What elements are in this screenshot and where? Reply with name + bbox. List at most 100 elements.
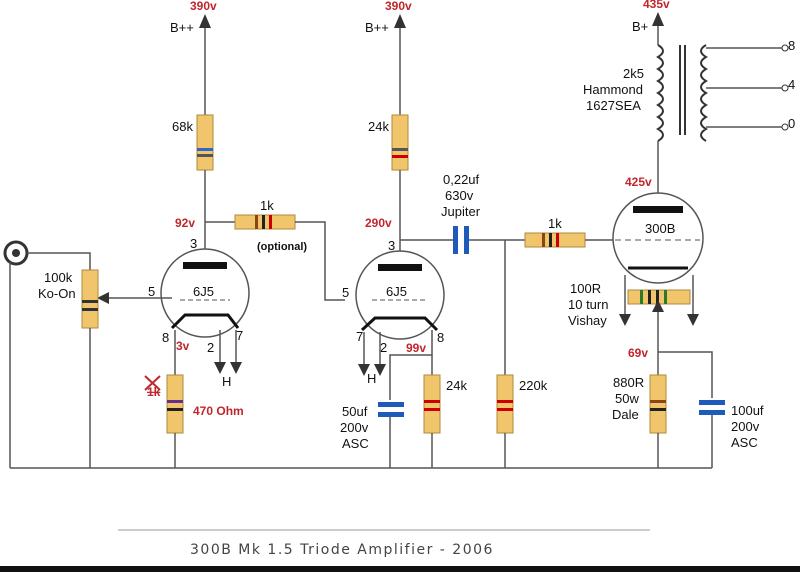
- v1-supply-label: B++: [170, 20, 194, 35]
- r-plate1: [196, 114, 214, 171]
- v2-h1-pin: 7: [356, 329, 363, 344]
- pot-value: 100k: [44, 270, 73, 285]
- v2-plate-element: [378, 264, 422, 271]
- r-grid-leak-label: 220k: [519, 378, 548, 393]
- c-coupling-voltage: 630v: [445, 188, 474, 203]
- c-bypass3-plate-b: [699, 410, 725, 415]
- series-wire-b: [295, 221, 345, 301]
- otx-impedance: 2k5: [623, 66, 644, 81]
- v1-cathode-voltage: 3v: [176, 339, 190, 353]
- v1-tube-label: 6J5: [193, 284, 214, 299]
- tap-8-label: 8: [788, 38, 795, 53]
- v2-cathode-voltage: 99v: [406, 341, 426, 355]
- otx-brand: Hammond: [583, 82, 643, 97]
- otx-model: 1627SEA: [586, 98, 641, 113]
- supply-arrow-3-icon: [652, 12, 664, 26]
- tap-4-label: 4: [788, 77, 795, 92]
- r-plate1-band: [197, 148, 213, 151]
- v2-plate-pin: 3: [388, 238, 395, 253]
- v3-cathode-voltage: 69v: [628, 346, 648, 360]
- r-plate1-band2: [197, 154, 213, 157]
- tap-0-terminal-icon: [781, 123, 789, 131]
- stage1: 390v B++ 68k 92v 3 1k (optional) 6J5 5 8…: [97, 0, 345, 468]
- hum-pot-brand: Vishay: [568, 313, 607, 328]
- v1-plate-pin: 3: [190, 236, 197, 251]
- otx-secondary: [700, 44, 708, 142]
- c-bypass2-brand: ASC: [342, 436, 369, 451]
- c-bypass3-plate-a: [699, 400, 725, 405]
- c-bypass2-plate-a: [378, 402, 404, 407]
- v1-heater-label: H: [222, 374, 231, 389]
- v2-supply-label: B++: [365, 20, 389, 35]
- c-bypass2-value: 50uf: [342, 404, 368, 419]
- c-coupling-value: 0,22uf: [443, 172, 480, 187]
- r-cathode3: [649, 374, 667, 434]
- v3-supply-voltage: 435v: [643, 0, 670, 11]
- v2-supply-voltage: 390v: [385, 0, 412, 13]
- strike-icon: [144, 375, 161, 391]
- r-plate1-label: 68k: [172, 119, 193, 134]
- v2-tube-label: 6J5: [386, 284, 407, 299]
- coupling-section: 0,22uf 630v Jupiter 220k 1k: [400, 172, 614, 468]
- v2-cathode-element: [360, 316, 439, 332]
- v1-grid-pin: 5: [148, 284, 155, 299]
- bottom-edge: [0, 566, 800, 572]
- c-coupling-brand: Jupiter: [441, 204, 481, 219]
- v3-plate-element: [633, 206, 683, 213]
- supply-arrow-2-icon: [394, 14, 406, 28]
- pot-input: [81, 269, 99, 329]
- c-coupling-plate-a: [453, 226, 458, 254]
- v2-cathode-wire: [389, 330, 433, 400]
- diagram-caption: 300B Mk 1.5 Triode Amplifier - 2006: [190, 542, 494, 558]
- c-bypass2-voltage: 200v: [340, 420, 369, 435]
- tap-0-label: 0: [788, 116, 795, 131]
- c-bypass3-value: 100uf: [731, 403, 764, 418]
- c-bypass3-voltage: 200v: [731, 419, 760, 434]
- v2-heater-label: H: [367, 371, 376, 386]
- r-grid-stop: [524, 232, 586, 248]
- v3-tube-label: 300B: [645, 221, 675, 236]
- output-stage: 435v B+ 2k5 Hammond 1627SEA 8 4 0 425v 3…: [568, 0, 795, 468]
- c-bypass2-plate-b: [378, 412, 404, 417]
- hum-pot-type: 10 turn: [568, 297, 608, 312]
- r-cathode3-brand: Dale: [612, 407, 639, 422]
- r-cathode1-label: 470 Ohm: [193, 404, 244, 418]
- r-plate2: [391, 114, 409, 171]
- r-cathode2: [423, 374, 441, 434]
- r-cathode2-label: 24k: [446, 378, 467, 393]
- tap-4-terminal-icon: [781, 84, 789, 92]
- input-wire: [27, 252, 91, 270]
- v1-cathode-pin: 8: [162, 330, 169, 345]
- tap-8-terminal-icon: [781, 44, 789, 52]
- v3-supply-label: B+: [632, 19, 648, 34]
- v2-plate-voltage: 290v: [365, 216, 392, 230]
- v1-supply-voltage: 390v: [190, 0, 217, 13]
- v1-cathode-element: [170, 313, 240, 330]
- v1-plate-voltage: 92v: [175, 216, 195, 230]
- v2-h2-pin: 2: [380, 340, 387, 355]
- c-bypass3-brand: ASC: [731, 435, 758, 450]
- v1-plate-element: [183, 262, 227, 269]
- v2-grid-pin: 5: [342, 285, 349, 300]
- r-grid-stop-label: 1k: [548, 216, 562, 231]
- v1-h1-pin: 2: [207, 340, 214, 355]
- r-series-note: (optional): [257, 241, 307, 253]
- c-coupling-plate-b: [464, 226, 469, 254]
- v2-cathode-pin: 8: [437, 330, 444, 345]
- pot-brand: Ko-On: [38, 286, 76, 301]
- v3-plate-voltage: 425v: [625, 175, 652, 189]
- hum-pot-value: 100R: [570, 281, 601, 296]
- r-cathode3-power: 50w: [615, 391, 639, 406]
- tube-v3: [612, 192, 704, 284]
- input-section: 100k Ko-On: [3, 240, 99, 468]
- r-cathode1: [166, 374, 184, 434]
- otx-primary: [656, 44, 664, 142]
- stage2: 390v B++ 24k 290v 3 6J5 5 8 7 2 99v H 50…: [340, 0, 467, 468]
- r-cathode3-value: 880R: [613, 375, 644, 390]
- r-series-label: 1k: [260, 198, 274, 213]
- r-grid-leak: [496, 374, 514, 434]
- v3-bypass-wire: [658, 351, 713, 398]
- supply-arrow-1-icon: [199, 14, 211, 28]
- r-plate2-label: 24k: [368, 119, 389, 134]
- v1-h2-pin: 7: [236, 328, 243, 343]
